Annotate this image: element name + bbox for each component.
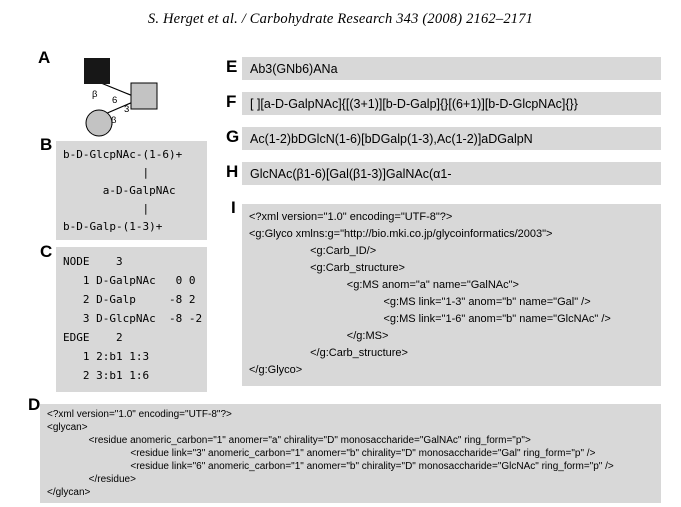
panel-label-h: H (226, 162, 239, 181)
upper-anomer-label: β (92, 89, 98, 100)
glcnac-black-square-icon (84, 58, 110, 84)
gal-gray-circle-icon (85, 109, 113, 137)
panel-b-box: b-D-GlcpNAc-(1-6)+ | a-D-GalpNAc | b-D-G… (56, 141, 207, 240)
panel-e-text: Ab3(GNb6)ANa (250, 61, 338, 76)
panel-i-box: <?xml version="1.0" encoding="UTF-8"?> <… (242, 204, 661, 386)
panel-f-text: [ ][a-D-GalpNAc]{[(3+1)][b-D-Galp]{}[(6+… (250, 96, 578, 111)
running-head: S. Herget et al. / Carbohydrate Research… (147, 11, 534, 27)
panel-c-box: NODE 3 1 D-GalpNAc 0 0 2 D-Galp -8 2 3 D… (56, 247, 207, 392)
panel-label-b: B (40, 135, 53, 154)
upper-position-label: 6 (112, 95, 117, 106)
panel-label-a: A (38, 48, 51, 67)
panel-label-d: D (28, 395, 41, 414)
galnac-gray-square-icon (130, 82, 158, 110)
panel-label-e: E (226, 57, 238, 76)
panel-f-box: [ ][a-D-GalpNAc]{[(3+1)][b-D-Galp]{}[(6+… (242, 92, 661, 115)
lower-anomer-label: β (111, 115, 117, 126)
panel-g-box: Ac(1-2)bDGlcN(1-6)[bDGalp(1-3),Ac(1-2)]a… (242, 127, 661, 150)
lower-position-label: 3 (124, 104, 129, 115)
panel-d-box: <?xml version="1.0" encoding="UTF-8"?> <… (40, 404, 661, 503)
panel-label-i: I (231, 198, 236, 217)
panel-h-box: GlcNAc(β1-6)[Gal(β1-3)]GalNAc(α1- (242, 162, 661, 185)
panel-e-box: Ab3(GNb6)ANa (242, 57, 661, 80)
linkage-line-beta3 (104, 101, 134, 115)
glycan-symbol-diagram: β 6 3 β (84, 58, 158, 137)
panel-h-text: GlcNAc(β1-6)[Gal(β1-3)]GalNAc(α1- (250, 166, 452, 181)
panel-label-c: C (40, 242, 53, 261)
panel-label-g: G (226, 127, 240, 146)
linkage-line-beta6 (100, 82, 134, 97)
panel-g-text: Ac(1-2)bDGlcN(1-6)[bDGalp(1-3),Ac(1-2)]a… (250, 131, 533, 146)
panel-label-f: F (226, 92, 237, 111)
